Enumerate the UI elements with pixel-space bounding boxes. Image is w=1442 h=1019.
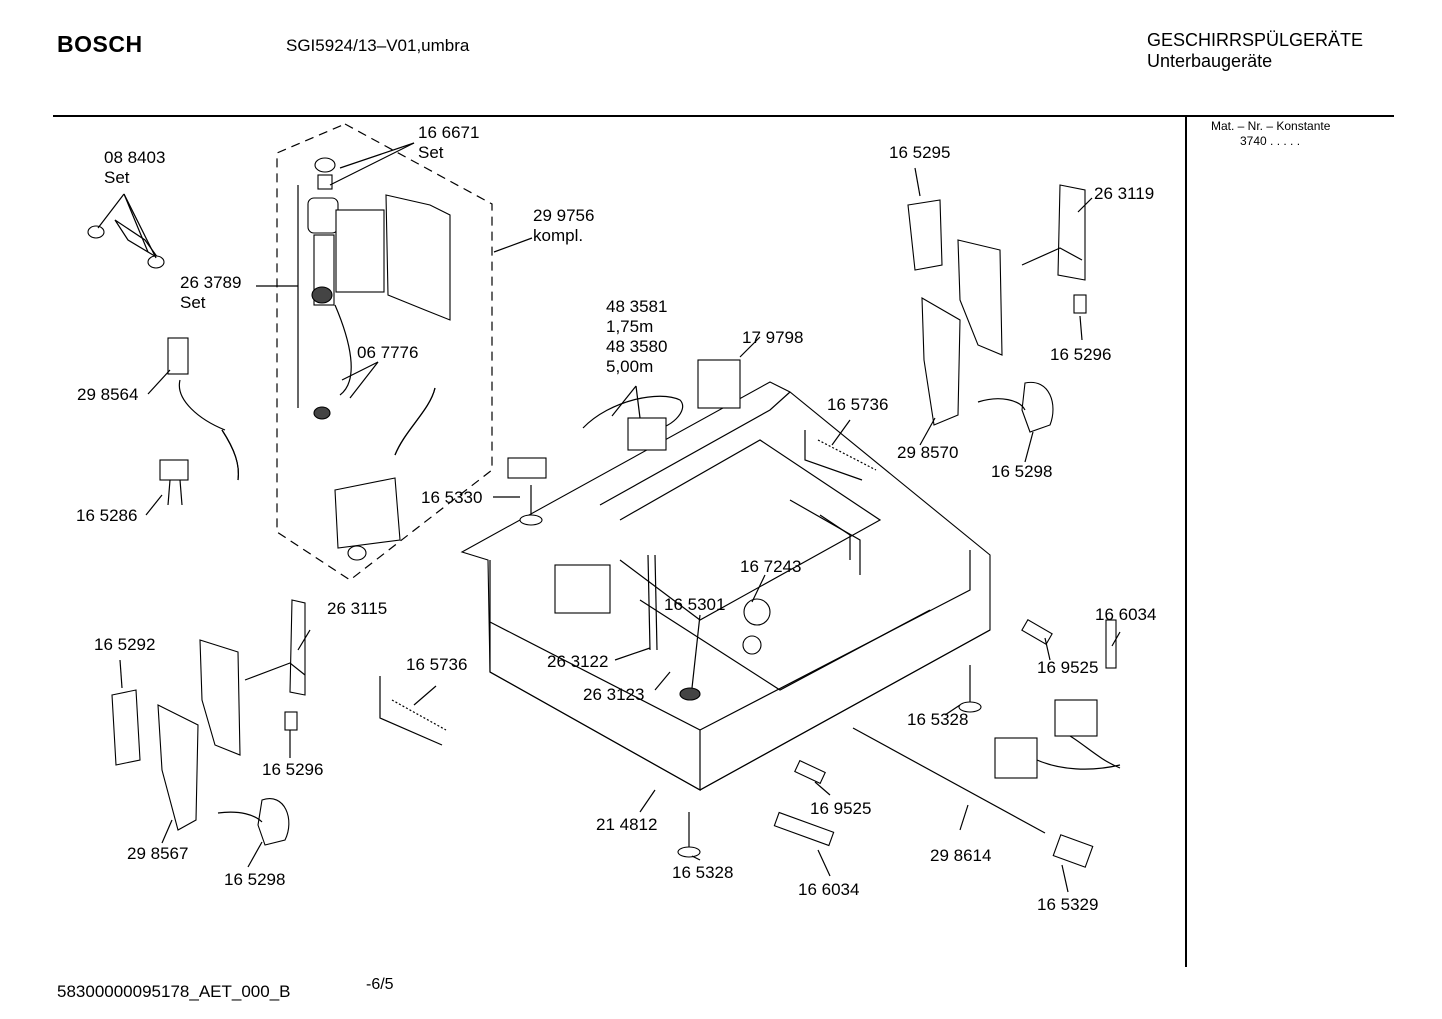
part-label-263123: 26 3123 — [583, 685, 645, 704]
subcategory-title: Unterbaugeräte — [1147, 51, 1273, 71]
part-label-166034-bottom: 16 6034 — [798, 880, 860, 899]
page-number: -6/5 — [366, 976, 394, 993]
part-label-067776: 06 7776 — [357, 343, 419, 362]
part-label-167243: 16 7243 — [740, 557, 802, 576]
part-label-165296-left: 16 5296 — [262, 760, 324, 779]
leader-lines — [97, 142, 1121, 893]
mat-nr-value: 3740 . . . . . — [1240, 134, 1301, 148]
sidebar-divider — [1185, 117, 1187, 967]
part-label-179798: 17 9798 — [742, 328, 804, 347]
model-number: SGI5924/13–V01,umbra — [286, 36, 470, 55]
brand-logo: BOSCH — [57, 31, 143, 57]
assembly-outline — [276, 123, 493, 581]
mat-nr-label: Mat. – Nr. – Konstante — [1211, 119, 1331, 133]
part-label-165330: 16 5330 — [421, 488, 483, 507]
part-label-165328-right: 16 5328 — [907, 710, 969, 729]
category-title: GESCHIRRSPÜLGERÄTE — [1147, 30, 1364, 50]
part-label-165298-left: 16 5298 — [224, 870, 286, 889]
part-label-298570: 29 8570 — [897, 443, 959, 462]
part-label-165736-left: 16 5736 — [406, 655, 468, 674]
part-label-165292: 16 5292 — [94, 635, 156, 654]
part-label-165736-right: 16 5736 — [827, 395, 889, 414]
part-label-298567: 29 8567 — [127, 844, 189, 863]
part-label-165286: 16 5286 — [76, 506, 138, 525]
part-label-169525-right: 16 9525 — [1037, 658, 1099, 677]
part-label-166034-right: 16 6034 — [1095, 605, 1157, 624]
part-label-214812: 21 4812 — [596, 815, 658, 834]
part-label-263119: 26 3119 — [1094, 184, 1155, 203]
inlet-valve-drawing — [297, 157, 451, 420]
part-label-298614: 29 8614 — [930, 846, 992, 865]
part-label-165295: 16 5295 — [889, 143, 951, 162]
part-label-298564: 29 8564 — [77, 385, 139, 404]
part-label-165298-right: 16 5298 — [991, 462, 1053, 481]
part-label-263122: 26 3122 — [547, 652, 609, 671]
part-label-165328-bottom: 16 5328 — [672, 863, 734, 882]
base-tub-drawing — [460, 381, 991, 792]
part-label-165329: 16 5329 — [1037, 895, 1099, 914]
header-divider — [53, 115, 1394, 117]
part-label-165296-right: 16 5296 — [1050, 345, 1112, 364]
document-id: 58300000095178_AET_000_B — [57, 982, 291, 1001]
part-label-169525-bottom: 16 9525 — [810, 799, 872, 818]
part-label-263115: 26 3115 — [327, 599, 388, 618]
part-label-165301: 16 5301 — [664, 595, 726, 614]
